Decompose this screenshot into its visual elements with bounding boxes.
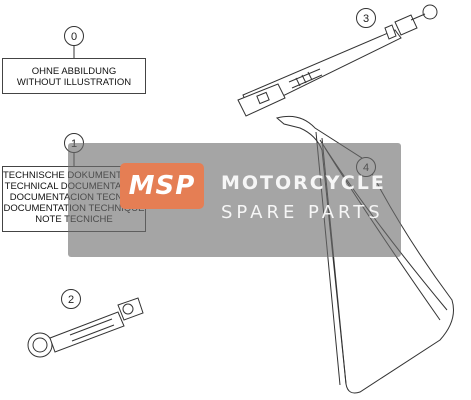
callout-3: 3 — [356, 8, 376, 28]
watermark-band — [68, 143, 401, 257]
callout-0: 0 — [64, 26, 84, 46]
watermark-title: MOTORCYCLE — [221, 172, 386, 194]
note-line: WITHOUT ILLUSTRATION — [16, 77, 132, 88]
note-line: OHNE ABBILDUNG — [31, 66, 117, 77]
wrench-drawing — [27, 297, 144, 358]
no-illustration-note: OHNE ABBILDUNG WITHOUT ILLUSTRATION — [2, 58, 146, 94]
msp-logo: MSP — [120, 163, 204, 209]
callout-2: 2 — [61, 289, 81, 309]
handle-tool-drawing — [237, 4, 438, 117]
watermark-subtitle: SPARE PARTS — [221, 202, 384, 223]
